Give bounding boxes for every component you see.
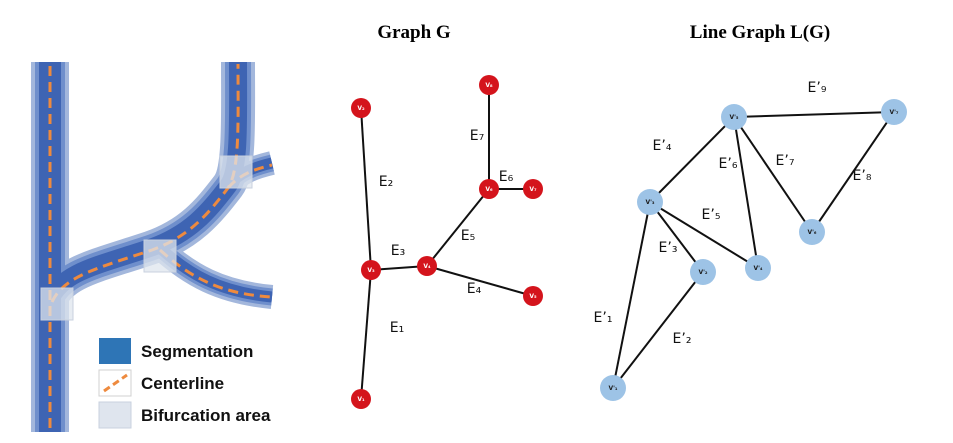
graph-g-node-v5: V₅ [523,286,543,306]
line-graph-edge-le6 [733,116,759,269]
graph-g-node-v3: V₃ [361,260,381,280]
line-graph-edge-le9 [733,111,895,118]
line-graph-node-label-n2: V'₂ [698,269,707,276]
line-graph-node-label-n5: V'₅ [729,114,738,121]
line-graph-node-n3: V'₃ [637,189,663,215]
graph-g-node-label-v2: V₂ [357,105,365,112]
graph-g-edge-label-e4: E₄ [467,281,482,297]
line-graph-node-circle-n5 [721,104,747,130]
graph-g-edge-label-e1: E₁ [390,320,404,336]
line-graph-edge-label-le1: E’₁ [594,310,613,326]
graph-g-edge-label-e6: E₆ [499,169,514,185]
graph-g-node-label-v7: V₇ [529,186,537,193]
centerline-icon [103,373,128,393]
graph-g-node-label-v8: V₈ [485,82,493,89]
line-graph-edge-label-le7: E’₇ [776,153,795,169]
line-graph-node-circle-n7 [881,99,907,125]
vessel-schematic: Segmentation Centerline Bifurcation area [31,61,275,432]
graph-g-node-v2: V₂ [351,98,371,118]
line-graph-edge-label-le5: E’₅ [702,207,721,223]
line-graph-node-n6: V'₆ [799,219,825,245]
graph-g-edge-e4 [426,265,534,297]
line-graph-edge-le1 [612,201,651,389]
graph-g: E₁ E₂ E₃ E₄ E₅ E₆ E₇ V₁ V₂ V₃ V₄ V₅ V₆ V₇ V₈ [351,75,543,409]
line-graph-edge-le3 [649,201,704,273]
graph-g-node-circle-v4 [417,256,437,276]
line-graph-edge-le7 [733,116,813,233]
graph-g-node-circle-v5 [523,286,543,306]
line-graph-edge-label-le9: E’₉ [808,80,827,96]
graph-g-node-v1: V₁ [351,389,371,409]
graph-g-edges: E₁ E₂ E₃ E₄ E₅ E₆ E₇ [360,85,534,400]
line-graph-edge-le5 [649,201,759,269]
graph-g-edge-label-e3: E₃ [391,243,405,259]
bifurcation-box-1 [40,287,74,321]
line-graph-node-circle-n4 [745,255,771,281]
graph-g-node-label-v5: V₅ [529,293,537,300]
line-graph-node-label-n4: V'₄ [753,265,762,272]
graph-g-node-label-v1: V₁ [357,396,365,403]
line-graph-node-n1: V'₁ [600,375,626,401]
graph-g-node-v8: V₈ [479,75,499,95]
line-graph-node-circle-n3 [637,189,663,215]
line-graph-node-label-n6: V'₆ [807,229,816,236]
line-graph-node-circle-n2 [690,259,716,285]
graph-g-node-circle-v2 [351,98,371,118]
line-graph-node-label-n7: V'₇ [889,109,898,116]
graph-g-node-circle-v8 [479,75,499,95]
line-graph-node-n7: V'₇ [881,99,907,125]
graph-g-edge-e1 [360,269,372,400]
legend-swatch-segmentation [99,338,131,364]
line-graph-node-n5: V'₅ [721,104,747,130]
line-graph-node-n4: V'₄ [745,255,771,281]
bifurcation-box-3 [219,155,253,189]
line-graph-edge-label-le6: E’₆ [719,156,738,172]
line-graph-edge-label-le8: E’₈ [853,168,872,184]
bifurcation-areas [40,155,253,321]
line-graph-edge-le2 [612,271,704,389]
graph-g-node-label-v6: V₆ [485,186,493,193]
graph-g-node-v4: V₄ [417,256,437,276]
line-graph-edge-le8 [811,111,895,233]
legend-label-centerline: Centerline [141,374,224,393]
line-graph-node-circle-n6 [799,219,825,245]
legend: Segmentation Centerline Bifurcation area [98,338,271,429]
graph-g-node-circle-v3 [361,260,381,280]
graph-g-edge-label-e7: E₇ [470,128,484,144]
graph-g-node-circle-v6 [479,179,499,199]
legend-label-bifurcation: Bifurcation area [141,406,271,425]
graph-g-node-circle-v1 [351,389,371,409]
graph-g-edge-label-e2: E₂ [379,174,393,190]
graph-g-nodes: V₁ V₂ V₃ V₄ V₅ V₆ V₇ V₈ [351,75,543,409]
line-graph-title: Line Graph L(G) [690,22,830,43]
graph-g-node-circle-v7 [523,179,543,199]
line-graph-node-n2: V'₂ [690,259,716,285]
legend-label-segmentation: Segmentation [141,342,253,361]
graph-g-node-v6: V₆ [479,179,499,199]
graph-title: Graph G [377,22,451,43]
line-graph-node-circle-n1 [600,375,626,401]
bifurcation-box-2 [143,239,177,273]
graph-g-edge-e5 [426,188,490,267]
line-graph-node-label-n1: V'₁ [608,385,617,392]
graph-g-node-v7: V₇ [523,179,543,199]
line-graph-edge-label-le3: E’₃ [659,240,678,256]
line-graph-edge-le4 [649,116,735,203]
line-graph-node-label-n3: V'₃ [645,199,654,206]
legend-swatch-bifurcation [98,401,132,429]
line-graph-edge-label-le4: E’₄ [653,138,672,154]
graph-g-node-label-v4: V₄ [423,263,431,270]
line-graph-nodes: V'₁ V'₂ V'₃ V'₄ V'₅ V'₆ V'₇ [600,99,907,401]
line-graph-edges: E’₁ E’₂ E’₃ E’₄ E’₅ E’₆ E’₇ E’₈ E’₉ [594,80,895,389]
line-graph-edge-label-le2: E’₂ [673,331,692,347]
graph-g-edge-label-e5: E₅ [461,228,475,244]
graph-g-node-label-v3: V₃ [367,267,375,274]
graph-g-edge-e2 [360,107,372,271]
